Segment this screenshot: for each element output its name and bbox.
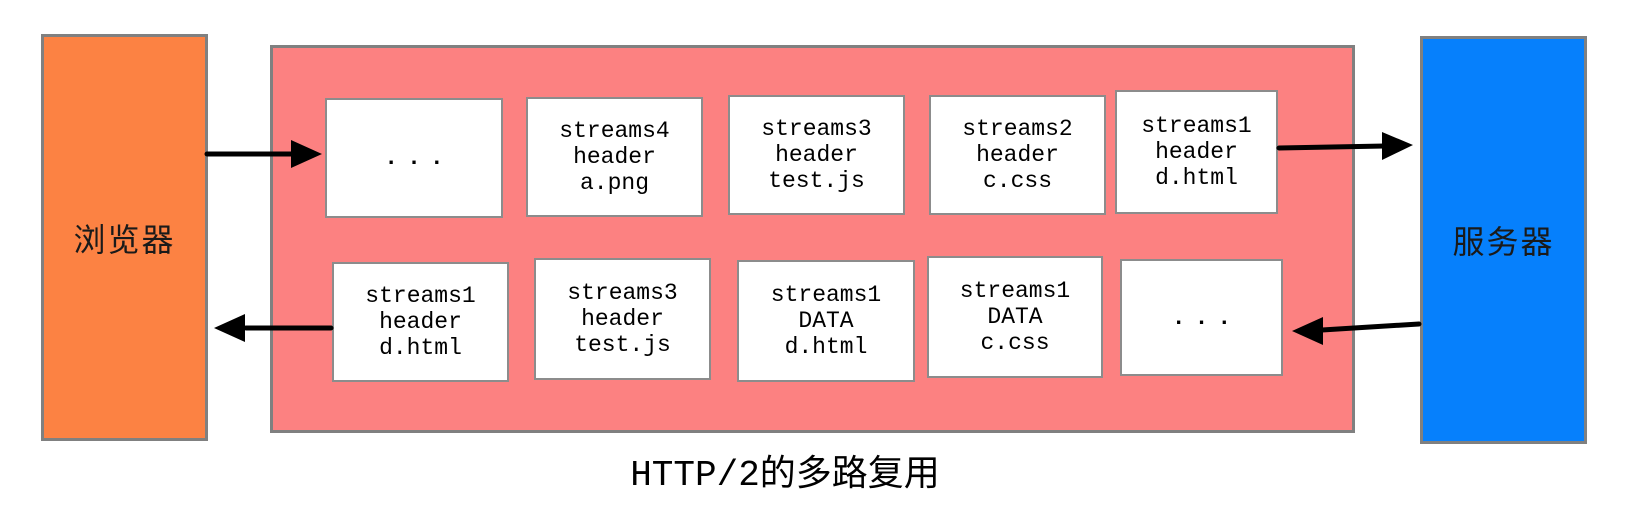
ellipsis-label: ... bbox=[1171, 304, 1241, 331]
ellipsis-label: ... bbox=[384, 145, 453, 171]
frame-box-response-streams1-data-css: streams1 DATA c.css bbox=[927, 256, 1103, 378]
browser-label: 浏览器 bbox=[73, 220, 176, 259]
frame-type-label: header bbox=[1155, 139, 1238, 165]
frame-file-label: d.html bbox=[379, 335, 462, 361]
frame-type-label: header bbox=[379, 309, 462, 335]
frame-file-label: c.css bbox=[980, 330, 1050, 356]
frame-stream-label: streams1 bbox=[959, 278, 1071, 304]
frame-box-request-streams1: streams1 header d.html bbox=[1115, 90, 1278, 214]
frame-box-response-ellipsis: ... bbox=[1120, 259, 1283, 376]
frame-type-label: header bbox=[976, 142, 1059, 168]
frame-box-request-streams3: streams3 header test.js bbox=[728, 95, 905, 215]
frame-stream-label: streams1 bbox=[365, 283, 476, 309]
frame-stream-label: streams3 bbox=[567, 280, 678, 306]
frame-type-label: DATA bbox=[987, 304, 1043, 330]
frame-box-response-streams3: streams3 header test.js bbox=[534, 258, 711, 380]
frame-file-label: test.js bbox=[768, 168, 865, 194]
frame-stream-label: streams2 bbox=[962, 116, 1073, 142]
frame-box-response-streams1-data-html: streams1 DATA d.html bbox=[737, 260, 915, 382]
frame-file-label: d.html bbox=[1155, 165, 1238, 191]
frame-file-label: c.css bbox=[982, 168, 1052, 194]
server-label: 服务器 bbox=[1452, 223, 1555, 261]
browser-box: 浏览器 bbox=[41, 34, 208, 441]
frame-stream-label: streams1 bbox=[770, 282, 882, 308]
frame-type-label: DATA bbox=[798, 308, 854, 334]
frame-box-response-streams1-header: streams1 header d.html bbox=[332, 262, 509, 382]
frame-type-label: header bbox=[581, 306, 664, 332]
frame-file-label: a.png bbox=[579, 170, 649, 196]
frame-stream-label: streams1 bbox=[1141, 113, 1252, 139]
frame-box-request-ellipsis: ... bbox=[325, 98, 503, 218]
frame-stream-label: streams3 bbox=[761, 116, 872, 142]
frame-type-label: header bbox=[573, 144, 656, 170]
frame-type-label: header bbox=[775, 142, 858, 168]
frame-file-label: d.html bbox=[784, 334, 868, 360]
diagram-caption: HTTP/2的多路复用 bbox=[630, 455, 940, 496]
frame-file-label: test.js bbox=[574, 332, 671, 358]
frame-box-request-streams4: streams4 header a.png bbox=[526, 97, 703, 217]
server-box: 服务器 bbox=[1420, 36, 1587, 444]
frame-stream-label: streams4 bbox=[559, 118, 670, 144]
frame-box-request-streams2: streams2 header c.css bbox=[929, 95, 1106, 215]
